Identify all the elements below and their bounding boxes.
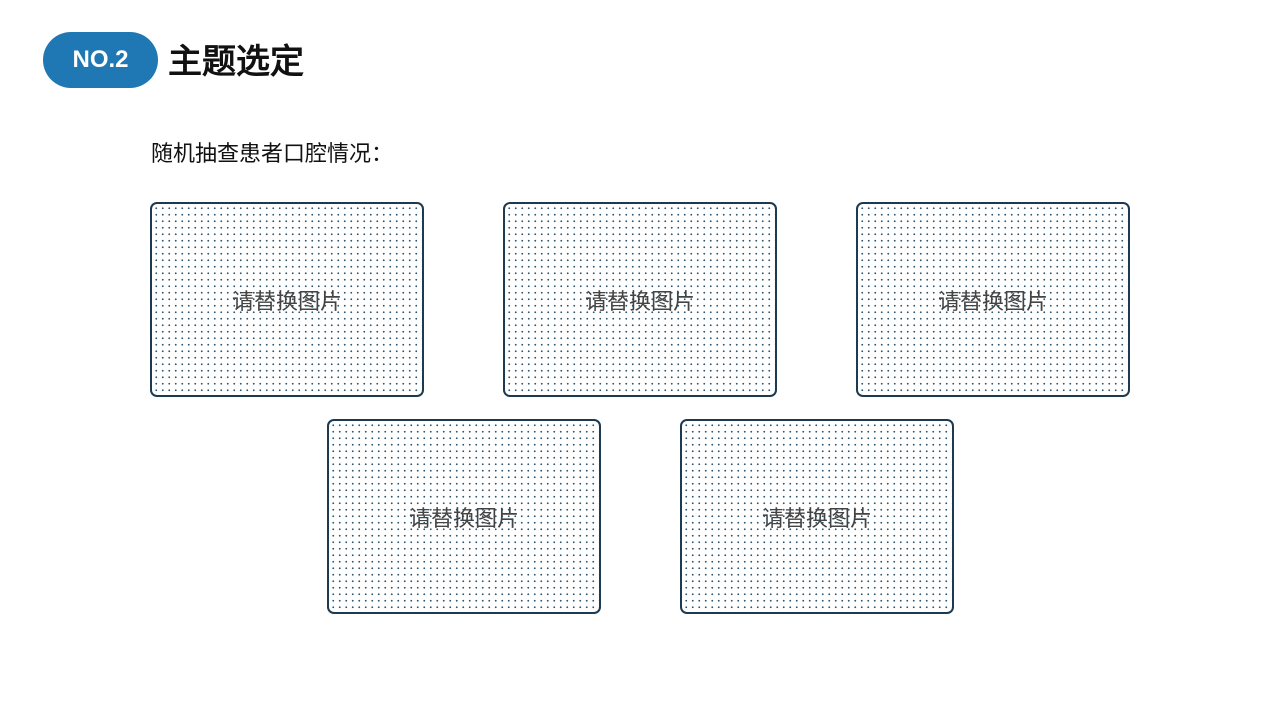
image-placeholder-3[interactable]: 请替换图片 [856, 202, 1130, 397]
image-placeholder-5[interactable]: 请替换图片 [680, 419, 954, 614]
placeholder-label: 请替换图片 [937, 289, 1048, 315]
image-placeholder-2[interactable]: 请替换图片 [503, 202, 777, 397]
page-title: 主题选定 [168, 42, 304, 82]
image-placeholder-4[interactable]: 请替换图片 [327, 419, 601, 614]
placeholder-label: 请替换图片 [761, 506, 872, 532]
placeholder-label: 请替换图片 [231, 289, 342, 315]
section-subtitle: 随机抽查患者口腔情况： [151, 142, 394, 167]
placeholder-label: 请替换图片 [408, 506, 519, 532]
placeholder-label: 请替换图片 [584, 289, 695, 315]
section-number-badge: NO.2 [43, 32, 158, 88]
image-placeholder-1[interactable]: 请替换图片 [150, 202, 424, 397]
